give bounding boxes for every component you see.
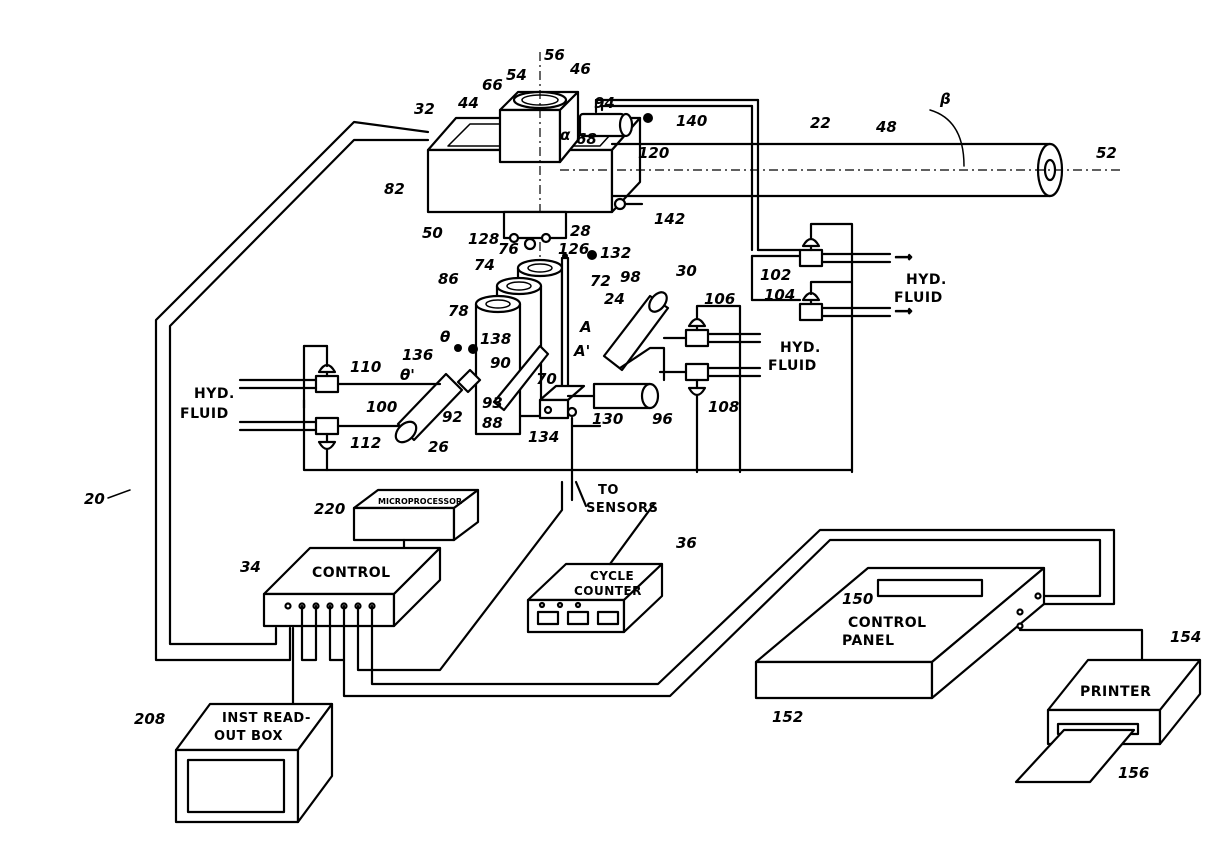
- ref-96: 96: [652, 410, 673, 428]
- microprocessor-label: MICROPROCESSOR: [378, 497, 462, 506]
- ref-22: 22: [810, 114, 831, 132]
- ref-24: 24: [604, 290, 625, 308]
- ref-142: 142: [654, 210, 685, 228]
- printer-label: PRINTER: [1080, 684, 1151, 700]
- ref-92: 92: [442, 408, 463, 426]
- readout-box-208: INST READ- OUT BOX: [176, 704, 332, 822]
- ref-88: 88: [482, 414, 503, 432]
- ref-52: 52: [1096, 144, 1117, 162]
- ref-93: 93: [482, 394, 503, 412]
- ref-104: 104: [764, 286, 795, 304]
- control-label: CONTROL: [312, 565, 391, 581]
- hyd-lines-102-104: ⟶ ⟶: [811, 224, 912, 472]
- ref-136: 136: [402, 346, 433, 364]
- ref-86: 86: [438, 270, 459, 288]
- control-panel-label-2: PANEL: [842, 633, 895, 649]
- ref-154: 154: [1170, 628, 1201, 646]
- a-label: A: [579, 318, 592, 336]
- ref-156: 156: [1118, 764, 1149, 782]
- ref-102: 102: [760, 266, 791, 284]
- ref-44: 44: [457, 94, 479, 112]
- hyd-fluid-left-2: FLUID: [180, 406, 229, 422]
- ref-126: 126: [558, 240, 589, 258]
- microprocessor-220: MICROPROCESSOR: [354, 490, 478, 548]
- ref-46: 46: [569, 60, 591, 78]
- control-panel-label-1: CONTROL: [848, 615, 927, 631]
- ref-94: 94: [594, 94, 615, 112]
- ref-36: 36: [676, 534, 697, 552]
- ref-108: 108: [708, 398, 739, 416]
- ref-26: 26: [428, 438, 449, 456]
- to-sensors-2: SENSORS: [586, 501, 658, 516]
- ref-76: 76: [498, 240, 519, 258]
- hyd-fluid-right-mid-1: HYD.: [780, 340, 821, 356]
- a-prime-label: A': [573, 342, 590, 360]
- valve-104: [800, 293, 822, 320]
- ref-70: 70: [536, 370, 557, 388]
- ref-48: 48: [875, 118, 897, 136]
- ref-82: 82: [384, 180, 405, 198]
- svg-text:⟶: ⟶: [895, 250, 912, 264]
- printer-154: PRINTER: [1016, 660, 1200, 782]
- ref-78: 78: [448, 302, 469, 320]
- ref-68: 68: [576, 130, 597, 148]
- ref-152: 152: [772, 708, 803, 726]
- ref-150: 150: [842, 590, 873, 608]
- hyd-fluid-right-top-2: FLUID: [894, 290, 943, 306]
- ref-110: 110: [350, 358, 381, 376]
- cycle-counter-36: CYCLE COUNTER: [528, 504, 662, 632]
- valve-108: [660, 364, 760, 472]
- to-sensors-label: TO SENSORS: [586, 483, 658, 516]
- cycle-counter-label-2: COUNTER: [574, 584, 642, 598]
- ref-220: 220: [314, 500, 345, 518]
- ref-74: 74: [474, 256, 495, 274]
- theta-prime-label: θ': [400, 366, 415, 384]
- reference-numerals: 20 22 48 52 32 44 66 54 56 46 94 68 140 …: [84, 46, 1201, 782]
- ref-112: 112: [350, 434, 381, 452]
- ref-98: 98: [620, 268, 641, 286]
- hyd-fluid-right-top-1: HYD.: [906, 272, 947, 288]
- ref-128: 128: [468, 230, 499, 248]
- ref-72: 72: [590, 272, 611, 290]
- hyd-fluid-left-1: HYD.: [194, 386, 235, 402]
- svg-text:⟶: ⟶: [895, 304, 912, 318]
- control-box-34: CONTROL: [264, 548, 440, 626]
- rod-72: [562, 253, 568, 394]
- to-sensors-1: TO: [598, 483, 619, 498]
- valve-106: [664, 306, 760, 472]
- ref-54: 54: [506, 66, 527, 84]
- ref-56: 56: [544, 46, 565, 64]
- ref-138: 138: [480, 330, 511, 348]
- ref-132: 132: [600, 244, 631, 262]
- ref-30: 30: [676, 262, 697, 280]
- alpha-label: α: [560, 126, 571, 144]
- ref-32: 32: [414, 100, 435, 118]
- ref-66: 66: [482, 76, 503, 94]
- readout-label-2: OUT BOX: [214, 729, 283, 744]
- ref-90: 90: [490, 354, 511, 372]
- ref-208: 208: [134, 710, 165, 728]
- ref-28: 28: [570, 222, 591, 240]
- ref-120: 120: [638, 144, 669, 162]
- theta-label: θ: [440, 328, 450, 346]
- beta-label: β: [939, 90, 951, 108]
- ref-20: 20: [84, 490, 105, 508]
- readout-label-1: INST READ-: [222, 711, 311, 726]
- ref-100: 100: [366, 398, 397, 416]
- hyd-fluid-right-mid-2: FLUID: [768, 358, 817, 374]
- ref-106: 106: [704, 290, 735, 308]
- ref-34: 34: [240, 558, 261, 576]
- ref-50: 50: [422, 224, 443, 242]
- valve-102: [800, 239, 822, 266]
- cycle-counter-label-1: CYCLE: [590, 569, 634, 583]
- ref-140: 140: [676, 112, 707, 130]
- ref-134: 134: [528, 428, 559, 446]
- ref-130: 130: [592, 410, 623, 428]
